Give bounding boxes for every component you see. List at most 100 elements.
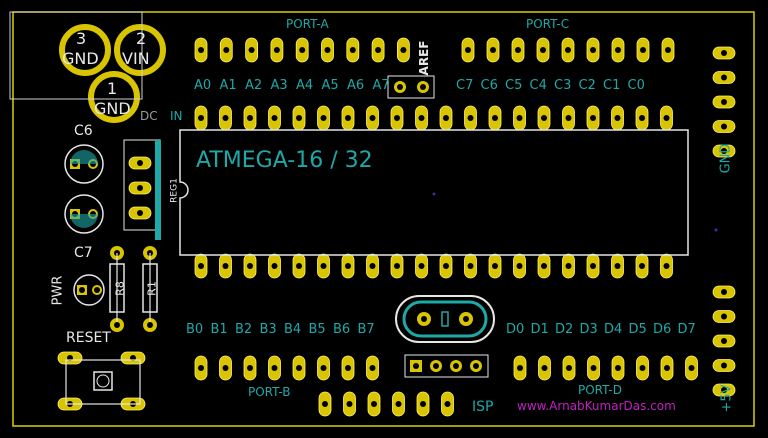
port-b-pad: [243, 355, 257, 381]
ic-pin-pad: [439, 105, 453, 131]
pin-label-c7: C7: [456, 78, 474, 93]
ic-pin-pad: [464, 253, 477, 279]
cap-pad: [450, 360, 462, 372]
pin-label-c6: C6: [480, 78, 498, 93]
port-b-pad: [341, 355, 355, 381]
pin-label-a3: A3: [270, 78, 288, 93]
crystal-outline-outer: [395, 295, 495, 343]
gnd-header-pad: [712, 120, 736, 133]
ic-pin-pad: [488, 105, 502, 131]
pin-label-b5: B5: [308, 322, 326, 337]
port-a-pad: [371, 37, 385, 63]
dc-pin2-number: 2: [136, 29, 147, 48]
pin-label-a0: A0: [194, 78, 212, 93]
reg1-pad: [128, 181, 152, 195]
plus5v-header-pad: [712, 285, 736, 299]
port-d-pad: [636, 355, 649, 381]
port-c-pad: [586, 37, 600, 63]
resistor-pad: [143, 318, 157, 332]
pin-label-b3: B3: [259, 322, 277, 337]
resistor-body: [109, 263, 125, 313]
reg1-pad: [128, 206, 152, 220]
pin-label-c2: C2: [578, 78, 596, 93]
cap-pad: [430, 360, 442, 372]
pin-label-a5: A5: [321, 78, 339, 93]
isp-pad: [318, 391, 332, 417]
ic-pin-pad: [292, 253, 306, 279]
port-a-label: PORT-A: [286, 17, 329, 31]
ic-pin-pad: [537, 105, 551, 131]
ic-pin-pad: [219, 105, 232, 131]
pin-label-a6: A6: [347, 78, 365, 93]
isp-pad: [392, 391, 405, 417]
port-c-pad: [511, 37, 525, 63]
pin-label-d2: D2: [555, 322, 574, 337]
r1-label: R1: [145, 281, 159, 296]
ic-pin-pad: [268, 253, 281, 279]
ic-pin-pad: [317, 105, 330, 131]
ic-pin-pad: [317, 253, 330, 279]
gnd-header-pad: [712, 71, 736, 84]
ic-pin-pad: [341, 253, 355, 279]
pin-label-b1: B1: [210, 322, 228, 337]
port-d-pad: [660, 355, 674, 381]
pin-label-c1: C1: [603, 78, 621, 93]
isp-label: ISP: [472, 399, 494, 415]
port-c-pad: [561, 37, 575, 63]
pin-label-d4: D4: [604, 322, 623, 337]
ic-pin-pad: [513, 105, 526, 131]
port-d-pad: [513, 355, 527, 381]
reg1-label: REG1: [169, 178, 180, 203]
ic-pin-pad: [488, 253, 502, 279]
pwr-led-outline: [73, 274, 105, 306]
gnd-header-pad: [712, 144, 736, 158]
pin-label-a1: A1: [219, 78, 237, 93]
port-b-pad: [366, 355, 379, 381]
crystal-pad: [459, 312, 473, 326]
ic-pin-pad: [243, 253, 257, 279]
port-a-pad: [194, 37, 208, 63]
ic-in-label: IN: [170, 109, 183, 123]
ic-pin-pad: [219, 253, 232, 279]
isp-pad: [441, 391, 454, 417]
cap-pad: [470, 360, 482, 372]
pin-label-d3: D3: [579, 322, 598, 337]
ic-pin-pad: [415, 105, 428, 131]
ic-pin-pad: [464, 105, 477, 131]
pin-label-b4: B4: [284, 322, 302, 337]
pin-label-a7: A7: [372, 78, 390, 93]
gnd-header-label: GND: [718, 143, 734, 174]
pin-label-d6: D6: [653, 322, 672, 337]
crystal-symbol: [441, 311, 449, 327]
dc-pin2-name: VIN: [122, 49, 150, 68]
dc-pin3-name: GND: [62, 49, 99, 68]
plus5v-header-pad: [712, 383, 736, 397]
ic-pin-pad: [292, 105, 306, 131]
port-a-pad: [396, 37, 410, 63]
port-c-pad: [461, 37, 475, 63]
isp-pad: [367, 391, 381, 417]
pin-label-a4: A4: [296, 78, 314, 93]
port-c-pad: [636, 37, 650, 63]
gnd-header-pad: [712, 95, 736, 109]
reset-pad: [120, 351, 146, 365]
port-b-label: PORT-B: [248, 385, 291, 399]
port-a-pad: [346, 37, 360, 63]
ic-pin-pad: [243, 105, 257, 131]
port-d-pad: [562, 355, 576, 381]
pin-label-d1: D1: [530, 322, 549, 337]
ic-body-outline: [179, 129, 689, 256]
port-d-pad: [587, 355, 600, 381]
pin-label-c0: C0: [627, 78, 645, 93]
ic-pin-pad: [415, 253, 428, 279]
crystal-pad: [417, 312, 431, 326]
plus5v-header-label: +5V: [719, 384, 735, 413]
port-b-pad: [292, 355, 306, 381]
port-b-pad: [219, 355, 232, 381]
port-c-pad: [536, 37, 550, 63]
ic-pin-pad: [366, 253, 379, 279]
port-b-pad: [317, 355, 330, 381]
dc-jack-pad: [88, 71, 140, 123]
pin-label-b6: B6: [333, 322, 351, 337]
